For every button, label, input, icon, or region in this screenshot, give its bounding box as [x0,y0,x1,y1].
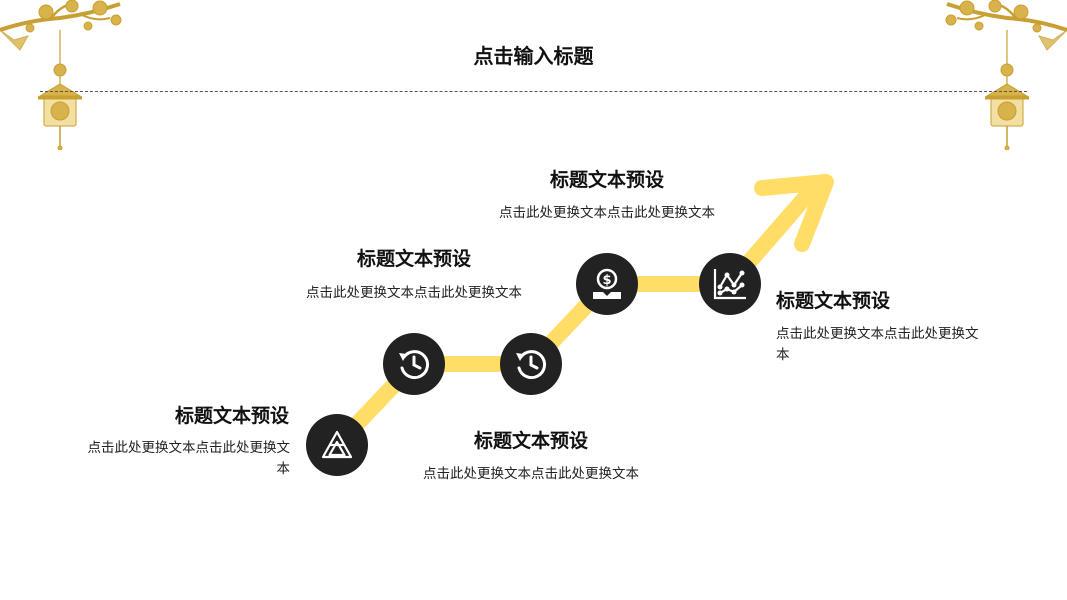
history-clock-icon [513,346,549,382]
step-1-title[interactable]: 标题文本预设 [175,401,289,428]
step-2-description[interactable]: 点击此处更换文本点击此处更换文本 [302,283,526,304]
step-5-title[interactable]: 标题文本预设 [776,286,890,313]
line-chart-icon [711,265,749,303]
step-2-title[interactable]: 标题文本预设 [294,244,534,271]
history-clock-icon [396,346,432,382]
step-4-description[interactable]: 点击此处更换文本点击此处更换文本 [495,203,719,224]
triangle-icon [321,429,353,461]
svg-text:$: $ [602,273,611,288]
step-3-title[interactable]: 标题文本预设 [411,426,651,453]
step-2-node[interactable] [383,333,445,395]
step-5-description[interactable]: 点击此处更换文本点击此处更换文本 [776,324,991,366]
step-4-title[interactable]: 标题文本预设 [487,165,727,192]
step-1-description[interactable]: 点击此处更换文本点击此处更换文本 [75,438,290,480]
money-hand-icon: $ [589,266,625,302]
step-3-description[interactable]: 点击此处更换文本点击此处更换文本 [419,464,643,485]
step-3-node[interactable] [500,333,562,395]
step-4-node[interactable]: $ [576,253,638,315]
step-1-node[interactable] [306,414,368,476]
step-5-node[interactable] [699,253,761,315]
